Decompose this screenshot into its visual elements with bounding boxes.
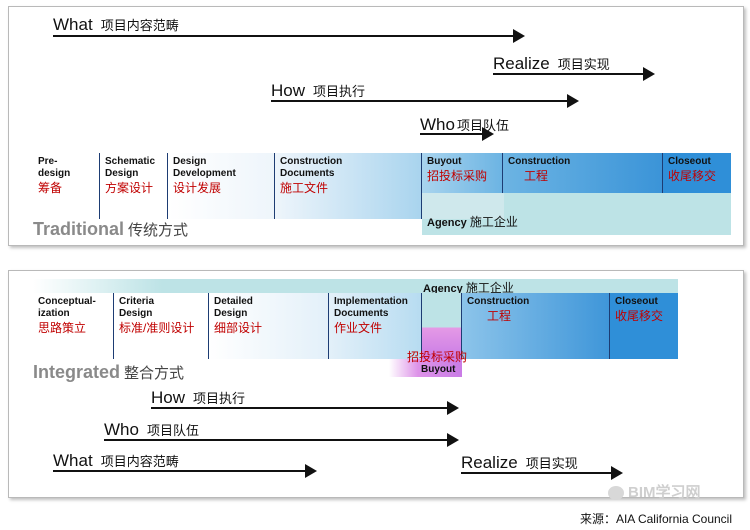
- integrated-agency-zh: 施工企业: [465, 281, 514, 295]
- phase-criteria-design: Criteria Design 标准/准则设计: [114, 293, 209, 359]
- integrated-agency-bar: [33, 279, 678, 293]
- traditional-agency-zh: 施工企业: [469, 215, 518, 229]
- phase-integrated-construction: Construction 工程: [462, 293, 610, 359]
- phase-integrated-construction-en: Construction: [467, 296, 530, 307]
- watermark-text: BIM学习网: [628, 484, 701, 501]
- phase-integrated-construction-zh: 工程: [487, 309, 512, 323]
- int-how-label-zh: 项目执行: [193, 391, 246, 406]
- phase-construction-zh: 工程: [524, 169, 549, 183]
- what-arrow: [53, 29, 525, 43]
- phase-integrated-closeout-zh: 收尾移交: [615, 309, 664, 323]
- integrated-agency-label: Agency 施工企业: [423, 279, 514, 296]
- integrated-method-zh: 整合方式: [124, 365, 185, 382]
- phase-predesign: Pre- design 筹备: [33, 153, 100, 219]
- traditional-method-zh: 传统方式: [128, 222, 189, 239]
- phase-construction-documents-zh: 施工文件: [280, 181, 329, 195]
- realize-label-en: Realize: [493, 54, 550, 73]
- phase-buyout-en: Buyout: [427, 156, 462, 167]
- phase-implementation-documents-en: Implementation Documents: [334, 296, 408, 319]
- phase-integrated-closeout: Closeout 收尾移交: [610, 293, 678, 359]
- what-label: What 项目内容范畴: [53, 15, 179, 35]
- int-how-label-en: How: [151, 388, 186, 407]
- phase-schematic-design-en: Schematic Design: [105, 156, 156, 179]
- integrated-agency-en: Agency: [423, 283, 463, 295]
- how-label-zh: 项目执行: [313, 84, 366, 99]
- phase-conceptualization-zh: 思路策立: [38, 321, 87, 335]
- int-what-arrow: [53, 464, 317, 478]
- int-realize-label-en: Realize: [461, 453, 518, 472]
- phase-closeout-zh: 收尾移交: [668, 169, 717, 183]
- phase-design-development: Design Development 设计发展: [168, 153, 275, 219]
- integrated-panel: Agency 施工企业 Conceptual- ization 思路策立 Cri…: [8, 270, 744, 498]
- int-what-label: What 项目内容范畴: [53, 451, 179, 471]
- phase-construction-documents: Construction Documents 施工文件: [275, 153, 422, 219]
- int-what-label-en: What: [53, 451, 93, 470]
- how-arrow: [271, 94, 579, 108]
- traditional-agency-overlap: [422, 193, 504, 219]
- wechat-icon: [608, 486, 624, 501]
- who-arrow: [420, 127, 494, 141]
- buyout-strip: [389, 359, 462, 377]
- phase-implementation-documents-zh: 作业文件: [334, 321, 383, 335]
- int-how-arrow: [151, 401, 459, 415]
- integrated-buyout-en: Buyout: [421, 364, 456, 375]
- what-label-en: What: [53, 15, 93, 34]
- phase-detailed-design-en: Detailed Design: [214, 296, 253, 319]
- source-caption: 来源：AIA California Council: [579, 512, 732, 526]
- who-label-en: Who: [420, 115, 455, 134]
- phase-detailed-design-zh: 细部设计: [214, 321, 263, 335]
- realize-label-zh: 项目实现: [557, 57, 610, 72]
- phase-design-development-en: Design Development: [173, 156, 236, 179]
- integrated-method-en: Integrated: [33, 362, 121, 382]
- phase-criteria-design-zh: 标准/准则设计: [119, 321, 195, 335]
- int-realize-label-zh: 项目实现: [525, 456, 578, 471]
- int-who-label: Who 项目队伍: [104, 420, 199, 440]
- how-label-en: How: [271, 81, 306, 100]
- watermark: BIM学习网: [608, 481, 701, 502]
- phase-design-development-zh: 设计发展: [173, 181, 222, 195]
- phase-detailed-design: Detailed Design 细部设计: [209, 293, 329, 359]
- traditional-agency-label: Agency 施工企业: [427, 213, 518, 230]
- int-who-arrow: [104, 433, 459, 447]
- how-label: How 项目执行: [271, 81, 365, 101]
- traditional-agency-en: Agency: [427, 217, 467, 229]
- phase-construction-en: Construction: [508, 156, 571, 167]
- phase-schematic-design-zh: 方案设计: [105, 181, 154, 195]
- int-realize-arrow: [461, 466, 623, 480]
- phase-integrated-closeout-en: Closeout: [615, 296, 658, 307]
- integrated-buyout-zh: 招投标采购: [407, 350, 468, 364]
- integrated-phase-band: Conceptual- ization 思路策立 Criteria Design…: [33, 293, 678, 359]
- who-label-zh: 项目队伍: [456, 118, 509, 133]
- phase-implementation-documents: Implementation Documents 作业文件: [329, 293, 422, 359]
- realize-label: Realize 项目实现: [493, 54, 610, 74]
- phase-buyout-zh: 招投标采购: [427, 169, 488, 183]
- int-who-label-en: Who: [104, 420, 139, 439]
- phase-conceptualization: Conceptual- ization 思路策立: [33, 293, 114, 359]
- phase-schematic-design: Schematic Design 方案设计: [100, 153, 168, 219]
- phase-predesign-zh: 筹备: [38, 181, 63, 195]
- int-how-label: How 项目执行: [151, 388, 245, 408]
- phase-buyout-overlap: [422, 293, 462, 359]
- traditional-method-en: Traditional: [33, 219, 125, 239]
- phase-construction-documents-en: Construction Documents: [280, 156, 343, 179]
- phase-closeout-en: Closeout: [668, 156, 711, 167]
- realize-arrow: [493, 67, 655, 81]
- what-label-zh: 项目内容范畴: [100, 18, 179, 33]
- int-who-label-zh: 项目队伍: [146, 423, 199, 438]
- phase-conceptualization-en: Conceptual- ization: [38, 296, 96, 319]
- int-realize-label: Realize 项目实现: [461, 453, 578, 473]
- phase-predesign-en: Pre- design: [38, 156, 71, 179]
- phase-criteria-design-en: Criteria Design: [119, 296, 155, 319]
- int-what-label-zh: 项目内容范畴: [100, 454, 179, 469]
